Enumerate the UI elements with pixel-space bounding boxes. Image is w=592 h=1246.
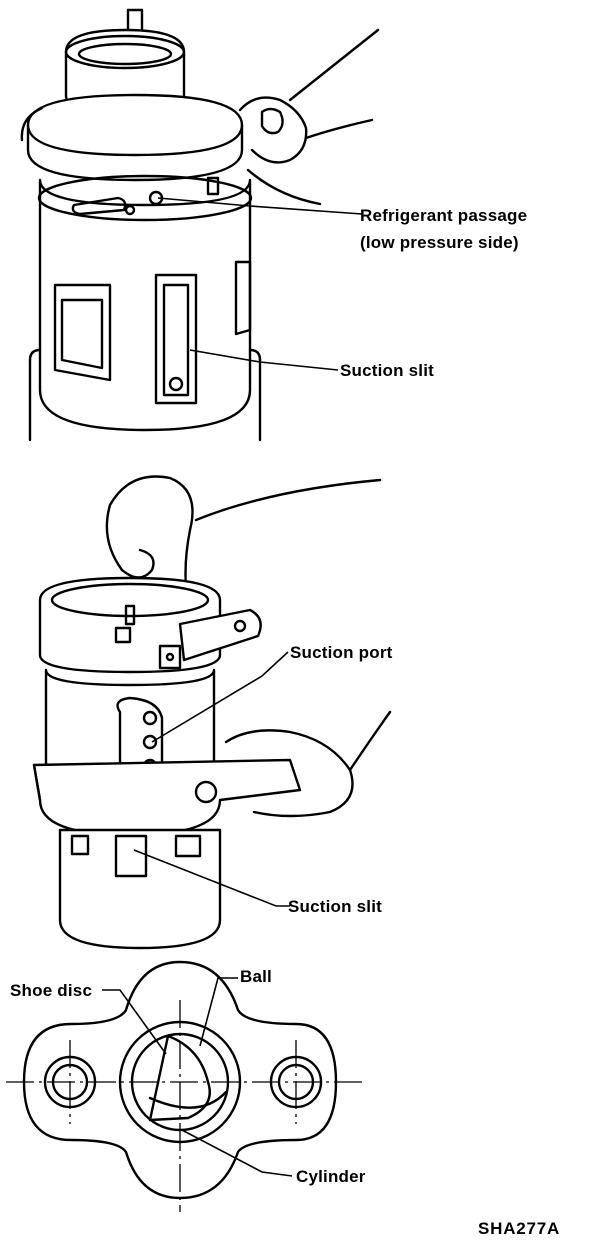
bottom-section [6, 960, 362, 1212]
mid-lower-flange [32, 758, 302, 837]
label-suction-port: Suction port [290, 643, 393, 662]
shoe-disc-shape [148, 1034, 211, 1122]
upper-flange [26, 93, 244, 182]
label-suction-slit-top: Suction slit [340, 361, 435, 380]
label-suction-slit-middle: Suction slit [288, 897, 383, 916]
label-low-pressure-side: (low pressure side) [360, 233, 519, 252]
mid-lower-body [58, 828, 222, 950]
figure-code: SHA277A [478, 1219, 561, 1238]
section-outline [22, 960, 338, 1200]
middle-compressor [32, 475, 392, 950]
compressor-body [38, 178, 252, 432]
label-shoe-disc: Shoe disc [10, 981, 93, 1000]
leader-lines [102, 197, 363, 1177]
top-compressor [20, 8, 380, 442]
label-refrigerant-passage: Refrigerant passage [360, 206, 528, 225]
label-cylinder: Cylinder [296, 1167, 366, 1186]
label-ball: Ball [240, 967, 272, 986]
